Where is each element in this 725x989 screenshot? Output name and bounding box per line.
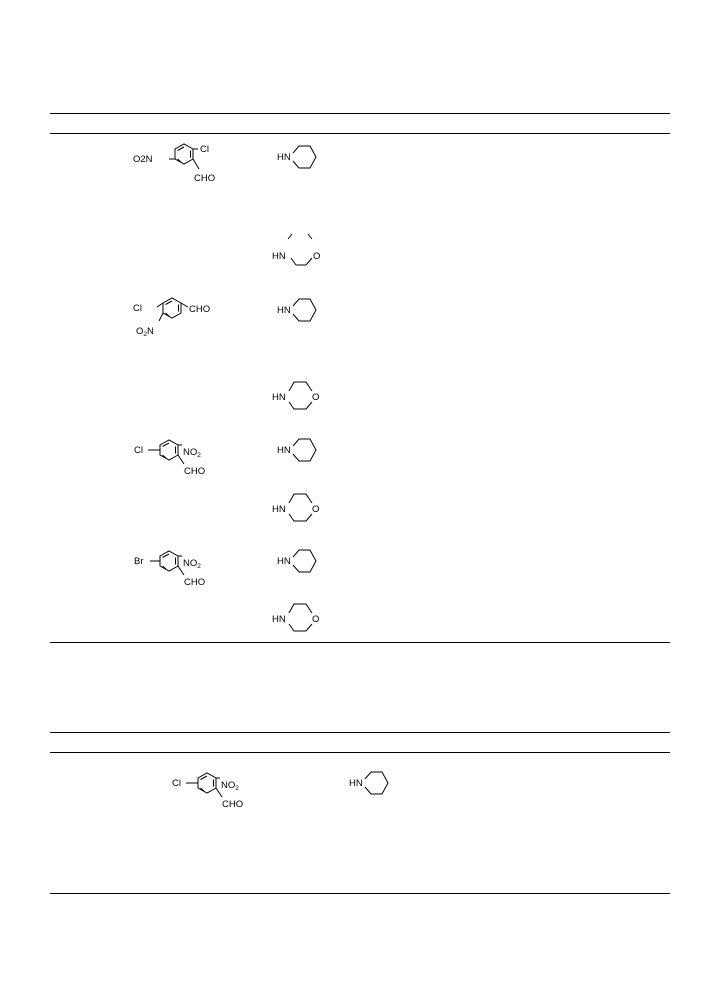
hn-label: HN (277, 305, 291, 316)
aldehyde-label: CHO (222, 799, 243, 810)
aldehyde-label: CHO (184, 577, 205, 588)
amine-morpholine-structure: HN O (272, 233, 320, 266)
nitro-label: NO2 (183, 447, 201, 459)
amine-morpholine-structure: HN O (272, 493, 319, 522)
oxygen-label: O (312, 392, 319, 403)
hn-label: HN (272, 392, 286, 403)
chloro-label: Cl (133, 303, 142, 314)
hn-label: HN (272, 504, 286, 515)
amine-piperidine-structure: HN (277, 298, 317, 322)
hn-label: HN (277, 152, 291, 163)
chloro-label: Cl (134, 445, 143, 456)
hn-label: HN (277, 556, 291, 567)
aldehyde-2-chloro-5-nitro-structure: O2N Cl CHO (133, 143, 215, 184)
table1-top-rule (50, 113, 670, 114)
chloro-label: Cl (200, 144, 209, 155)
table2-header-rule (50, 752, 670, 753)
amine-morpholine-structure: HN O (272, 381, 319, 410)
bromo-label: Br (134, 556, 144, 567)
chloro-label: Cl (172, 778, 181, 789)
amine-piperidine-structure: HN (277, 549, 317, 573)
amine-piperidine-structure: HN (277, 438, 317, 462)
oxygen-label: O (312, 614, 319, 625)
amine-morpholine-structure: HN O (272, 603, 319, 632)
nitro-label: O2N (133, 154, 153, 165)
aldehyde-label: CHO (194, 173, 215, 184)
nitro-label: O2N (136, 326, 154, 338)
aldehyde-5-bromo-2-nitro-structure: Br NO2 CHO (134, 550, 205, 588)
aldehyde-label: CHO (184, 466, 205, 477)
hn-label: HN (272, 614, 286, 625)
nitro-label: NO2 (183, 558, 201, 570)
nitro-label: NO2 (221, 780, 239, 792)
table1-header-rule (50, 133, 670, 134)
aldehyde-4-chloro-3-nitro-structure: Cl CHO O2N (133, 297, 210, 338)
oxygen-label: O (313, 251, 320, 262)
table2-bottom-rule (50, 893, 670, 894)
aldehyde-5-chloro-2-nitro-structure: Cl NO2 CHO (172, 772, 243, 810)
table2-top-rule (50, 732, 670, 733)
aldehyde-5-chloro-2-nitro-structure: Cl NO2 CHO (134, 439, 205, 477)
svg-text:O2N: O2N (133, 154, 153, 165)
amine-piperidine-structure: HN (349, 771, 389, 795)
hn-label: HN (349, 778, 363, 789)
aldehyde-label: CHO (189, 304, 210, 315)
amine-piperidine-structure: HN (277, 145, 317, 169)
hn-label: HN (277, 445, 291, 456)
table1-bottom-rule (50, 642, 670, 643)
oxygen-label: O (312, 504, 319, 515)
hn-label: HN (272, 251, 286, 262)
